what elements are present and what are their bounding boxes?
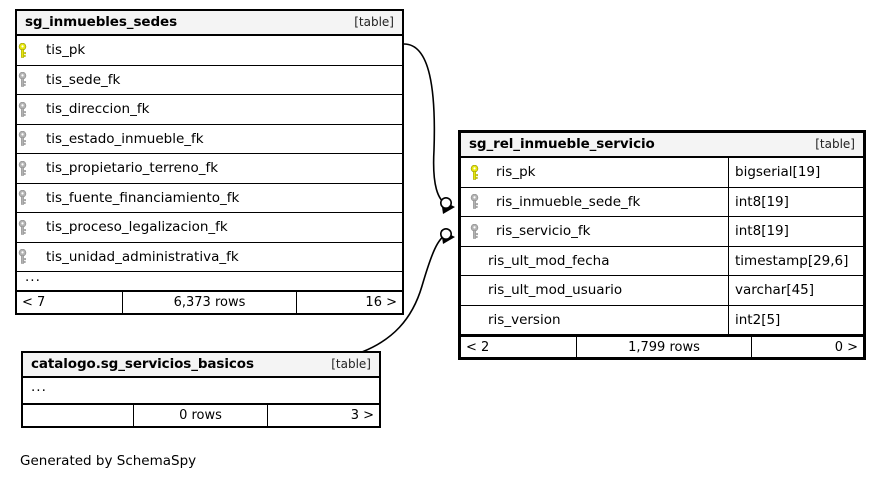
column-name: ris_pk — [496, 164, 536, 181]
column-name: tis_unidad_administrativa_fk — [46, 248, 239, 265]
column-name: tis_proceso_legalizacion_fk — [46, 219, 228, 236]
table-type-tag: [table] — [354, 15, 394, 29]
column-name-cell: ris_servicio_fk — [461, 223, 728, 239]
column-type: bigserial[19] — [728, 158, 863, 187]
table-row[interactable]: tis_propietario_terreno_fk — [17, 154, 402, 184]
column-type: int2[5] — [728, 305, 863, 334]
column-type: timestamp[29,6] — [728, 246, 863, 275]
table-row[interactable]: tis_direccion_fk — [17, 95, 402, 125]
table-row[interactable]: ris_ult_mod_usuario varchar[45] — [461, 276, 863, 306]
table-header: sg_inmuebles_sedes [table] — [17, 11, 402, 36]
column-name: ris_inmueble_sede_fk — [496, 193, 641, 210]
foreign-key-icon — [17, 131, 38, 146]
foreign-key-icon — [17, 72, 38, 87]
cardinality-circle-servicio — [439, 228, 452, 241]
table-row[interactable]: ris_pk bigserial[19] — [461, 158, 863, 188]
footer-row-count: 1,799 rows — [576, 337, 752, 357]
footer-parent-count[interactable]: < 2 — [466, 339, 490, 355]
primary-key-icon — [461, 164, 496, 180]
table-row[interactable]: tis_fuente_financiamiento_fk — [17, 183, 402, 213]
footer-row-count: 6,373 rows — [122, 292, 297, 313]
table-row[interactable]: tis_proceso_legalizacion_fk — [17, 213, 402, 243]
column-name-cell: ris_ult_mod_usuario — [461, 282, 728, 298]
foreign-key-icon — [17, 160, 38, 176]
table-type-tag: [table] — [815, 137, 855, 151]
table-row[interactable]: tis_estado_inmueble_fk — [17, 124, 402, 154]
table-type-tag: [table] — [331, 357, 371, 371]
table-sg-rel-inmueble-servicio[interactable]: sg_rel_inmueble_servicio [table] ris_pk … — [458, 130, 866, 360]
footer-parent-count[interactable]: < 7 — [22, 295, 46, 310]
table-header: sg_rel_inmueble_servicio [table] — [461, 133, 863, 158]
table-row[interactable]: ris_inmueble_sede_fk int8[19] — [461, 187, 863, 217]
generated-by-credit: Generated by SchemaSpy — [20, 453, 197, 469]
column-name: tis_propietario_terreno_fk — [46, 160, 219, 177]
table-title: sg_rel_inmueble_servicio — [469, 136, 655, 152]
footer-child-count[interactable]: 16 > — [365, 295, 397, 310]
table-title: catalogo.sg_servicios_basicos — [31, 356, 254, 372]
footer-row-count: 0 rows — [133, 405, 268, 426]
more-columns-indicator: ... — [25, 268, 41, 285]
column-name-cell: ris_pk — [461, 164, 728, 180]
more-columns-row: ... — [17, 268, 402, 291]
column-name-cell: ris_inmueble_sede_fk — [461, 194, 728, 210]
relationship-line-servicio — [361, 233, 448, 353]
column-type: int8[19] — [728, 187, 863, 216]
foreign-key-icon — [461, 194, 496, 209]
more-columns-row: ... — [23, 378, 379, 404]
primary-key-icon — [17, 42, 38, 58]
table-row[interactable]: tis_sede_fk — [17, 65, 402, 95]
table-row[interactable]: ris_servicio_fk int8[19] — [461, 217, 863, 247]
more-columns-indicator: ... — [31, 379, 47, 395]
table-sg-inmuebles-sedes[interactable]: sg_inmuebles_sedes [table] tis_pk ti — [15, 9, 404, 315]
column-name: tis_sede_fk — [46, 71, 121, 88]
table-footer: < 7 6,373 rows 16 > — [17, 291, 402, 313]
column-name: tis_direccion_fk — [46, 101, 150, 118]
column-type: varchar[45] — [728, 276, 863, 305]
cardinality-circle-inmueble-sede — [439, 197, 452, 210]
column-name: tis_pk — [46, 42, 86, 59]
table-footer: 0 rows 3 > — [23, 404, 379, 426]
column-name: ris_servicio_fk — [496, 223, 591, 240]
table-title: sg_inmuebles_sedes — [25, 14, 177, 30]
footer-child-count[interactable]: 0 > — [834, 339, 858, 355]
column-name-cell: ris_ult_mod_fecha — [461, 253, 728, 269]
footer-parent-count[interactable] — [23, 405, 133, 426]
column-name: ris_ult_mod_fecha — [488, 252, 610, 269]
table-header: catalogo.sg_servicios_basicos [table] — [23, 353, 379, 378]
column-name: tis_estado_inmueble_fk — [46, 130, 204, 147]
table-row[interactable]: tis_unidad_administrativa_fk — [17, 242, 402, 272]
foreign-key-icon — [17, 101, 38, 117]
foreign-key-icon — [17, 219, 38, 235]
footer-child-count[interactable]: 3 > — [350, 408, 374, 423]
foreign-key-icon — [17, 190, 38, 205]
table-row[interactable]: ris_ult_mod_fecha timestamp[29,6] — [461, 246, 863, 276]
relationship-line-inmueble-sede — [403, 43, 448, 206]
table-row[interactable]: tis_pk — [17, 36, 402, 66]
table-footer: < 2 1,799 rows 0 > — [461, 335, 863, 357]
table-row[interactable]: ris_version int2[5] — [461, 305, 863, 335]
foreign-key-icon — [461, 223, 496, 239]
table-catalogo-sg-servicios-basicos[interactable]: catalogo.sg_servicios_basicos [table] ..… — [21, 351, 381, 428]
column-name: ris_version — [488, 311, 561, 328]
column-type: int8[19] — [728, 217, 863, 246]
column-name-cell: ris_version — [461, 312, 728, 328]
column-name: tis_fuente_financiamiento_fk — [46, 189, 240, 206]
foreign-key-icon — [17, 249, 38, 264]
column-name: ris_ult_mod_usuario — [488, 282, 623, 299]
